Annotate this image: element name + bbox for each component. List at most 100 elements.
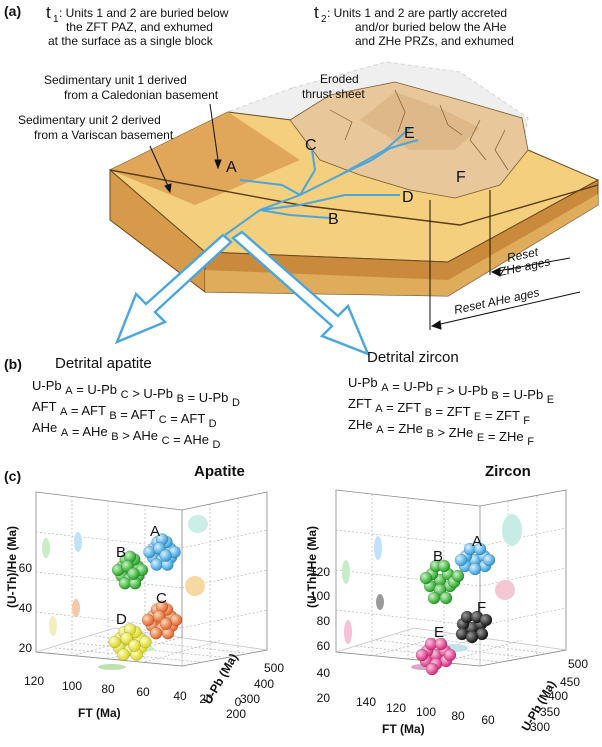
ridge-lines [329, 89, 509, 171]
apatite-x-tick-label: 0 [235, 695, 242, 709]
zircon-cluster-b-sphere [419, 571, 433, 585]
zircon-cluster-b-sphere [439, 591, 453, 605]
apatite-x-tick-label: 120 [24, 674, 44, 688]
unit1-line-2: from a Caledonian basement [64, 88, 219, 102]
apatite-equation-row: AHe A = AHe B > AHe C = AHe D [32, 420, 221, 451]
thrust-fault [109, 169, 599, 226]
t2-line-3: and ZHe PRZs, and exhumed [355, 34, 514, 48]
proj-a-wall [74, 532, 82, 552]
proj-a-right [188, 515, 208, 533]
river-network [224, 127, 419, 236]
zircon-cluster-a-sphere [468, 562, 482, 576]
zircon-clusters [415, 542, 496, 676]
zircon-cluster-e-sphere [434, 637, 448, 651]
site-letter-c: C [305, 137, 317, 154]
zircon-y-tick-label: 500 [568, 657, 588, 671]
output-arrows [114, 230, 371, 357]
panel-b: (b) Detrital apatite Detrital zircon U-P… [4, 349, 554, 451]
site-letter-a: A [226, 159, 237, 176]
hill-shade [360, 92, 480, 150]
apatite-cluster-a-label: A [150, 523, 160, 540]
t1-symbol: t [46, 3, 51, 22]
zircon-cluster-e-label: E [434, 624, 444, 641]
zircon-equation-row: ZFT A = ZFT B = ZFT E = ZFT F [348, 396, 530, 427]
apatite-x-tick-label: 100 [62, 679, 82, 693]
apatite-x-tick-label: 40 [173, 689, 187, 703]
site-letter-b: B [328, 211, 339, 228]
zircon-cluster-a-label: A [472, 533, 482, 550]
t2-caption: t 2 : Units 1 and 2 are partly accreted … [314, 3, 514, 48]
zircon-x-tick-label: 140 [356, 695, 376, 709]
apatite-x-tick-label: 80 [101, 682, 115, 696]
t2-line-1: : Units 1 and 2 are partly accreted [327, 6, 507, 20]
zircon-cluster-f-sphere [465, 630, 479, 644]
apatite-z-tick-label: 40 [19, 601, 33, 615]
t2-line-2: and/or buried below the AHe [355, 20, 507, 34]
panel-c: (c) Apatite [4, 463, 588, 736]
zircon-plot-title: Zircon [485, 463, 531, 480]
apatite-title: Detrital apatite [55, 355, 152, 372]
panel-a-label: (a) [4, 3, 21, 19]
site-letter-e: E [404, 125, 415, 142]
apatite-cluster-a-sphere [150, 558, 163, 571]
t1-line-1: : Units 1 and 2 are buried below [59, 6, 229, 20]
proj-f-wall [376, 594, 384, 610]
proj-floor-2 [98, 664, 126, 670]
unit2-line-1: Sedimentary unit 2 derived [18, 113, 161, 127]
proj-a-wall [374, 536, 382, 560]
eroded-line-2: thrust sheet [302, 87, 365, 101]
zircon-cluster-f-sphere [479, 613, 493, 627]
apatite-z-tick-label: 20 [19, 641, 33, 655]
block-diagram: A B C D E F Sedimentary unit 1 derived f… [18, 61, 600, 357]
zircon-z-tick-label: 120 [310, 565, 330, 579]
apatite-y-tick-label: 400 [254, 677, 274, 691]
apatite-plot-title: Apatite [194, 463, 245, 480]
zircon-cluster-b-sphere [451, 569, 465, 583]
apatite-cluster-a-sphere [159, 549, 172, 562]
apatite-cluster-d-label: D [116, 611, 127, 628]
eroded-line-1: Eroded [320, 72, 359, 86]
proj-b-wall [42, 538, 50, 558]
reset-markers [429, 190, 581, 330]
zircon-cluster-b-sphere [437, 559, 451, 573]
zircon-cluster-b-sphere [427, 591, 441, 605]
proj-d-wall [49, 616, 57, 636]
zircon-arrow [231, 230, 371, 357]
zircon-z-axis-label: (U-Th)/He (Ma) [305, 526, 319, 608]
zircon-z-tick-label: 40 [317, 666, 331, 680]
zircon-cluster-b-label: B [433, 548, 443, 565]
zircon-cluster-a-sphere [454, 553, 468, 567]
apatite-y-tick-label: 200 [226, 707, 246, 721]
apatite-cluster-c-sphere [141, 613, 155, 627]
zircon-x-tick-label: 80 [451, 709, 465, 723]
t1-line-2: the ZFT PAZ, and exhumed [66, 20, 213, 34]
t2-symbol: t [314, 3, 319, 22]
proj-e-wall [344, 620, 352, 644]
apatite-x-tick-label: 60 [136, 685, 150, 699]
apatite-cluster-d-sphere [128, 639, 141, 652]
apatite-arrow [114, 233, 233, 345]
zircon-z-tick-label: 100 [310, 589, 330, 603]
zircon-title: Detrital zircon [367, 349, 459, 366]
apatite-cluster-c-sphere [149, 627, 163, 640]
zircon-y-tick-label: 300 [530, 720, 550, 734]
proj-c-wall [72, 599, 80, 617]
unit2-line-2: from a Variscan basement [34, 128, 174, 142]
zircon-equation-row: U-Pb A = U-Pb F > U-Pb B = U-Pb E [348, 375, 554, 406]
apatite-cluster-c-label: C [156, 590, 167, 607]
t1-sub: 1 [53, 14, 59, 25]
reset-zhe-line-1: Reset [506, 245, 540, 265]
apatite-cluster-d-sphere [139, 635, 152, 649]
apatite-clusters [108, 533, 183, 661]
zircon-cluster-a-sphere [473, 542, 487, 556]
proj-c-right [185, 576, 205, 596]
proj-a-right [502, 514, 522, 546]
apatite-equation-row: U-Pb A = U-Pb C > U-Pb B = U-Pb D [32, 378, 240, 409]
apatite-cube-frame [35, 491, 268, 667]
zircon-cluster-e-sphere [425, 662, 439, 676]
zircon-y-tick-label: 350 [540, 705, 560, 719]
panel-b-label: (b) [4, 356, 22, 372]
proj-b-wall [342, 560, 350, 584]
label-pointers [149, 103, 222, 194]
